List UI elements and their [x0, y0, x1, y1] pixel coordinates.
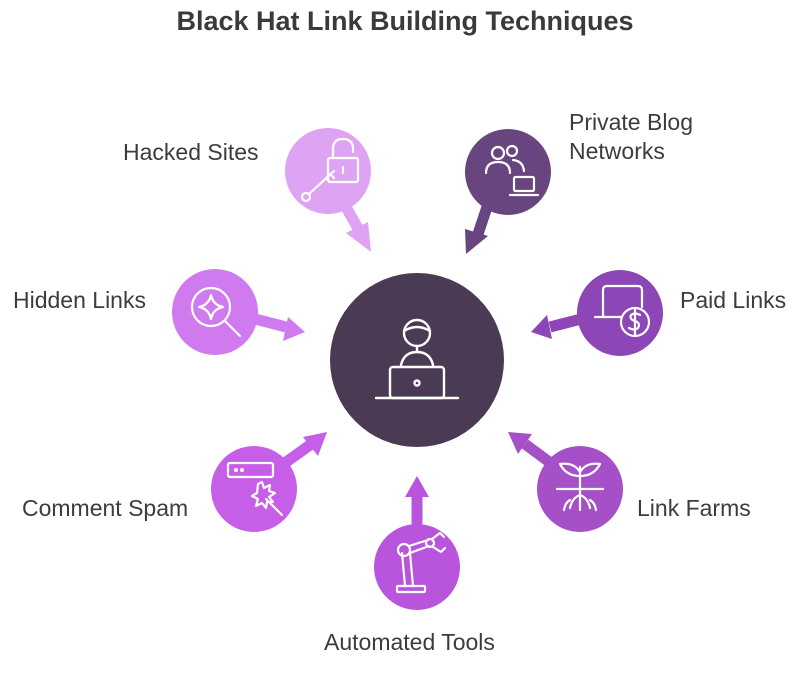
node-automated-tools: [374, 524, 460, 610]
node-comment-spam: [211, 446, 297, 532]
label-hidden-links: Hidden Links: [13, 287, 146, 313]
magnifier-sparkle-icon: [190, 286, 242, 338]
unlocked-padlock-with-key-icon: [300, 137, 360, 203]
node-link-farms: [537, 446, 623, 532]
node-private-blog-networks: [465, 129, 551, 215]
node-hidden-links: [172, 269, 258, 355]
node-paid-links: [577, 270, 663, 356]
node-hacked-sites: [285, 128, 371, 214]
users-and-laptop-icon: [484, 144, 540, 197]
laptop-dollar-icon: [593, 284, 651, 338]
arrow-paid-links: [531, 312, 587, 339]
comment-click-icon: [226, 461, 284, 517]
label-link-farms: Link Farms: [637, 495, 751, 521]
label-comment-spam: Comment Spam: [22, 495, 189, 521]
arrow-hidden-links: [253, 313, 305, 341]
label-private-blog-networks-line2: Networks: [569, 138, 665, 164]
label-paid-links: Paid Links: [680, 287, 787, 313]
label-private-blog-networks-line1: Private Blog: [569, 109, 694, 135]
person-at-laptop-icon: [374, 318, 460, 400]
sprout-icon: [555, 462, 605, 512]
label-hacked-sites: Hacked Sites: [123, 139, 259, 165]
center-node: [330, 273, 504, 447]
label-automated-tools: Automated Tools: [324, 629, 495, 655]
label-private-blog-networks: Private Blog Networks: [569, 108, 693, 166]
diagram-title: Black Hat Link Building Techniques: [176, 6, 634, 36]
robot-arm-icon: [395, 531, 447, 594]
